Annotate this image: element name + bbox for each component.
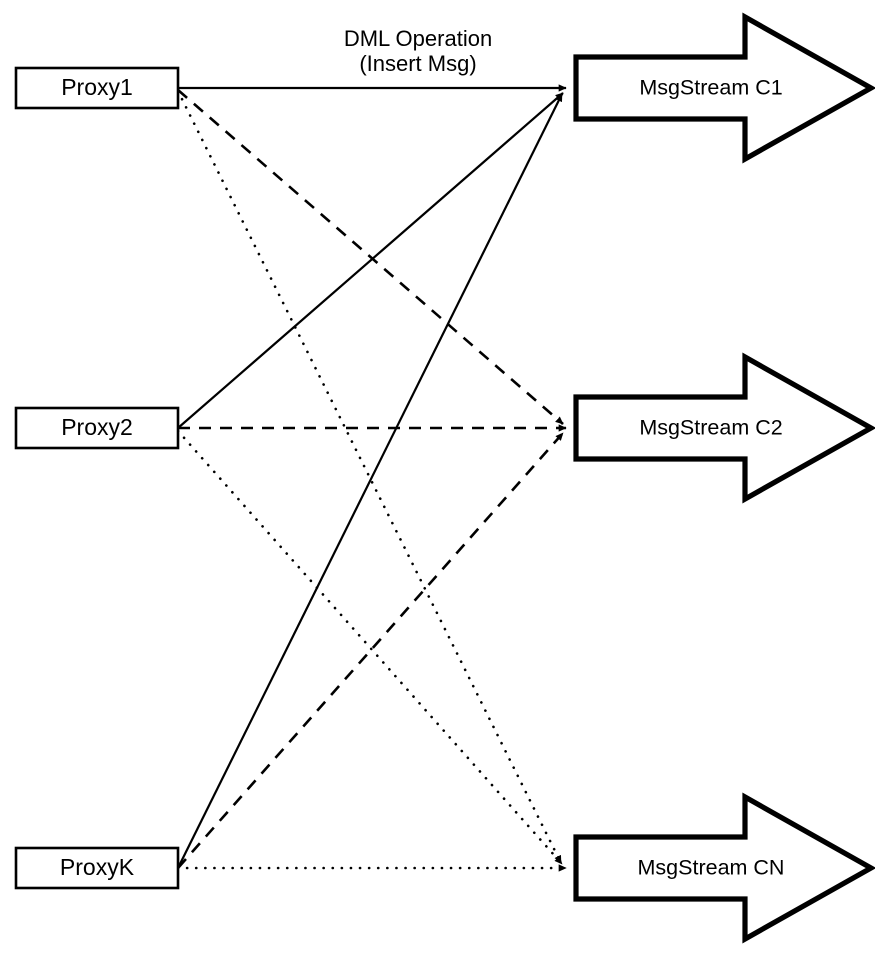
edges-from-proxy1 <box>176 84 567 865</box>
stream-c1-arrow-shape[interactable] <box>573 12 875 164</box>
msgstream-node-cn[interactable]: MsgStream CN <box>573 792 875 944</box>
edge-proxy1-to-stream-cn <box>176 89 563 865</box>
proxy-node-proxyk[interactable]: ProxyK <box>14 846 180 890</box>
proxy-node-proxy2[interactable]: Proxy2 <box>14 406 180 450</box>
msgstream-node-c2[interactable]: MsgStream C2 <box>573 352 875 504</box>
edges-from-proxyk <box>176 93 568 872</box>
stream-cn-arrow-shape[interactable] <box>573 792 875 944</box>
edge-proxyk-to-stream-c1 <box>177 93 563 869</box>
proxy1-label: Proxy1 <box>61 74 133 100</box>
stream-c1-label: MsgStream C1 <box>639 76 782 100</box>
proxy2-box[interactable] <box>14 406 180 450</box>
proxy-node-proxy1[interactable]: Proxy1 <box>14 66 180 110</box>
proxyk-label: ProxyK <box>60 854 135 880</box>
edge-proxy1-to-stream-c2 <box>177 89 564 425</box>
edge-proxy2-to-stream-cn <box>176 429 564 866</box>
stream-c2-arrow-shape[interactable] <box>573 352 875 504</box>
stream-c2-label: MsgStream C2 <box>639 416 782 440</box>
flow-label-line2: (Insert Msg) <box>359 51 476 76</box>
edge-proxy2-to-stream-c1 <box>177 92 564 429</box>
stream-cn-label: MsgStream CN <box>638 856 785 880</box>
proxyk-box[interactable] <box>14 846 180 890</box>
msgstream-node-c1[interactable]: MsgStream C1 <box>573 12 875 164</box>
edges-from-proxy2 <box>176 92 567 866</box>
flow-label-group: DML Operation (Insert Msg) <box>344 26 492 76</box>
proxy1-box[interactable] <box>14 66 180 110</box>
edge-proxyk-to-stream-c2 <box>177 432 564 869</box>
proxy2-label: Proxy2 <box>61 414 133 440</box>
flow-label-line1: DML Operation <box>344 26 492 51</box>
